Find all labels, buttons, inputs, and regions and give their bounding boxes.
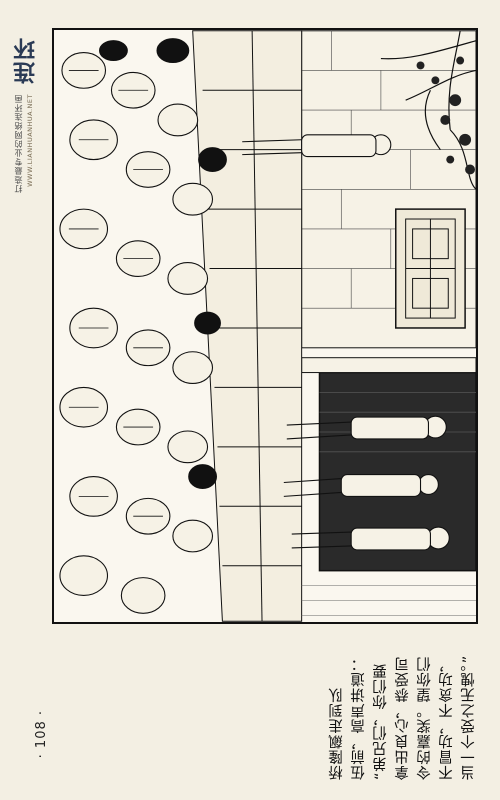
tree-branches (380, 30, 476, 190)
caption-line: 伍前，高声讲道： (351, 656, 367, 780)
page-number: · 108 · (34, 710, 49, 759)
ground-hatching (301, 585, 476, 616)
site-logo: 连环 (13, 36, 39, 84)
caption-block: 桥隆飙走到队 伍前，高声讲道： “弟兄们，你们要 拿出良心，恭受司 令的嘉奖。望… (280, 640, 480, 780)
caption-line: “弟兄们，你们要 (373, 662, 389, 780)
site-slogan: 打造最专业的网络连环画 (14, 94, 23, 193)
stone-steps (192, 30, 303, 622)
panel-illustration (52, 28, 478, 624)
officer-figures (242, 134, 450, 551)
caption-line: 拿出良心，恭受司 (395, 656, 411, 780)
caption-line: 当一个受之无愧。” (461, 654, 477, 780)
caption-text: 桥隆飙走到队 伍前，高声讲道： “弟兄们，你们要 拿出良心，恭受司 令的嘉奖。望… (326, 640, 480, 780)
caption-line: 桥隆飙走到队 (329, 687, 345, 780)
woodcut-illustration-icon (54, 30, 476, 622)
site-url: WWW.LIANHUANHUA.NET (26, 94, 34, 187)
soldier-crowd (59, 38, 227, 614)
tree-foliage (416, 56, 476, 175)
caption-line: 不冒功，不贪功， (439, 656, 455, 780)
caption-line: 令的嘉奖。望你们 (417, 656, 433, 780)
site-branding: 连环 WWW.LIANHUANHUA.NET 打造最专业的网络连环画 (10, 30, 44, 220)
building-wall (301, 30, 476, 349)
